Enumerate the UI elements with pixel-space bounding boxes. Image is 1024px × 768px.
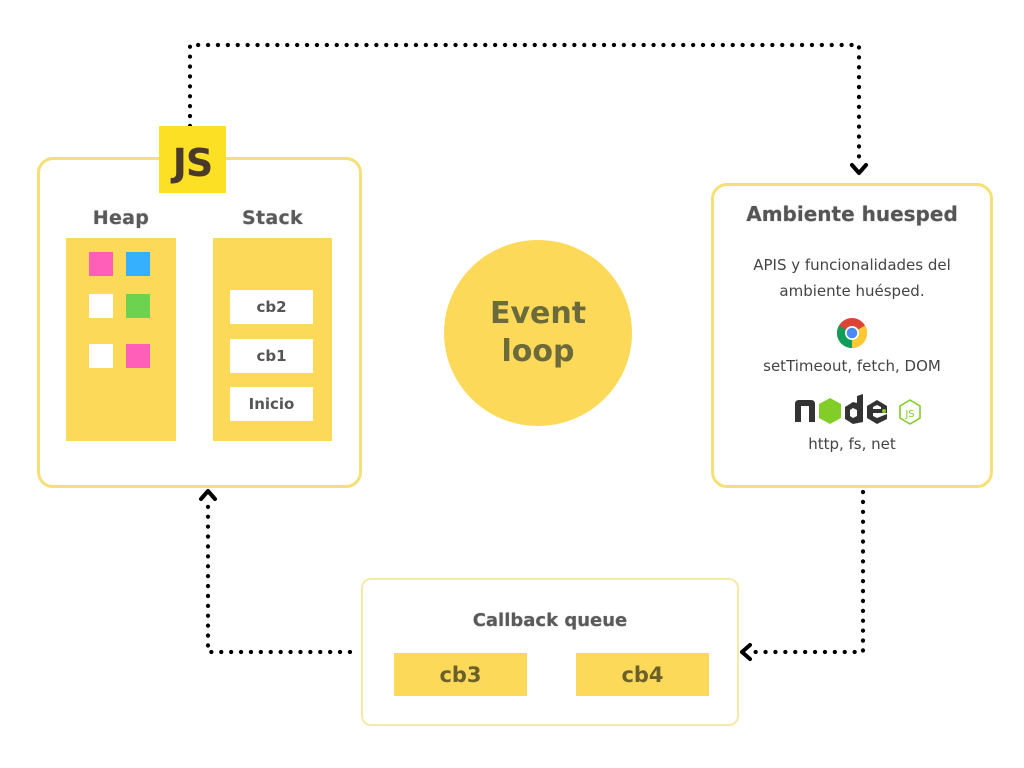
heap-title: Heap (92, 207, 150, 229)
event-loop-circle: Event loop (444, 240, 632, 426)
js-logo: JS (159, 126, 226, 193)
event-loop-label-line1: Event (489, 296, 587, 331)
stack-frame: Inicio (230, 387, 313, 421)
callback-queue-panel (361, 578, 739, 726)
event-loop-label-line2: loop (501, 334, 575, 369)
arrowhead-down-icon (850, 163, 868, 175)
flow-js-to-host (187, 42, 862, 165)
queue-item: cb3 (394, 653, 527, 696)
node-apis: http, fs, net (808, 435, 896, 453)
description-line1: APIS y funcionalidades del (753, 256, 951, 274)
arrowhead-up-icon (199, 489, 217, 501)
callback-queue-title: Callback queue (472, 610, 628, 631)
heap-object (126, 344, 150, 368)
host-environment-description: APIS y funcionalidades del ambiente hués… (711, 252, 993, 304)
heap-object (126, 294, 150, 318)
flow-queue-to-js (205, 503, 353, 655)
stack-frame: cb1 (230, 339, 313, 373)
chrome-icon (836, 318, 868, 348)
heap-area (66, 238, 176, 441)
heap-object (89, 344, 113, 368)
nodejs-logo: JS (795, 394, 921, 425)
arrowhead-left-icon (740, 643, 752, 661)
description-line2: ambiente huésped. (779, 282, 925, 300)
flow-host-to-queue (752, 489, 866, 655)
browser-apis: setTimeout, fetch, DOM (763, 357, 941, 375)
stack-frame: cb2 (230, 290, 313, 324)
heap-object (89, 252, 113, 276)
svg-text:JS: JS (904, 409, 914, 420)
heap-object (126, 252, 150, 276)
queue-item: cb4 (576, 653, 709, 696)
host-environment-title: Ambiente huesped (746, 202, 958, 226)
heap-object (89, 294, 113, 318)
stack-title: Stack (242, 207, 303, 229)
